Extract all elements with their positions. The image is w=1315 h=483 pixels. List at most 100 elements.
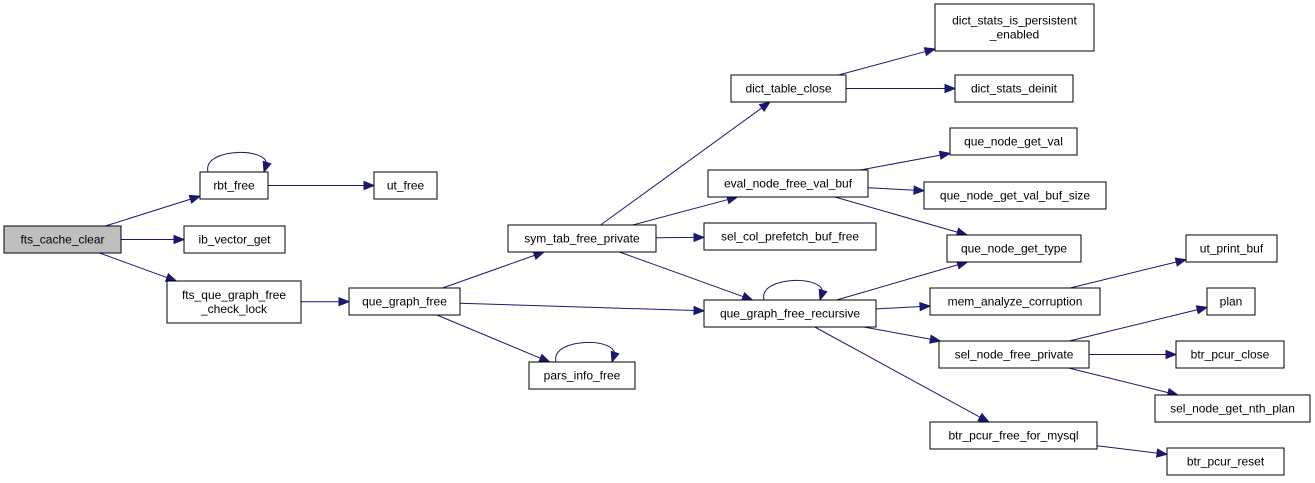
arrowhead [262, 160, 272, 174]
node-sel-node-get-nth-plan[interactable]: sel_node_get_nth_plan [1154, 394, 1311, 423]
node-label: sel_col_prefetch_buf_free [721, 230, 859, 244]
edge-que-graph-free-to-sym-tab-free-private [442, 251, 546, 289]
node-box [1154, 394, 1311, 423]
edge-line [1070, 261, 1178, 289]
arrowhead [1195, 305, 1209, 315]
edge-line [875, 306, 922, 310]
edge-line [863, 326, 932, 340]
arrowhead [977, 412, 990, 423]
node-label: fts_que_graph_free [182, 288, 286, 302]
node-box [703, 222, 877, 251]
node-box [1166, 447, 1285, 476]
node-label: rbt_free [213, 179, 255, 193]
node-eval-node-free-val-buf[interactable]: eval_node_free_val_buf [707, 169, 869, 198]
node-box [1206, 287, 1256, 316]
node-box [183, 225, 286, 254]
node-label: plan [1220, 295, 1243, 309]
edge-que-graph-free-recursive-to-que-graph-free-recursive [763, 279, 828, 302]
node-dict-stats-deinit[interactable]: dict_stats_deinit [954, 74, 1074, 103]
node-fts-cache-clear[interactable]: fts_cache_clear [3, 225, 122, 254]
edge-rbt-free-to-rbt-free [207, 151, 272, 174]
node-box [954, 74, 1074, 103]
edge-rbt-free-to-ut-free [268, 180, 376, 191]
node-rbt-free[interactable]: rbt_free [199, 171, 269, 200]
node-label: eval_node_free_val_buf [724, 177, 853, 191]
arrowhead [1156, 448, 1169, 458]
edge-line [1069, 309, 1199, 342]
node-fts-que-graph-free-check-lock[interactable]: fts_que_graph_free_check_lock [166, 280, 302, 324]
node-label: ib_vector_get [198, 233, 271, 247]
node-ib-vector-get[interactable]: ib_vector_get [183, 225, 286, 254]
edge-que-graph-free-recursive-to-mem-analyze-corruption [875, 301, 932, 312]
edge-line [105, 198, 192, 227]
node-box [934, 3, 1095, 52]
node-que-graph-free-recursive[interactable]: que_graph_free_recursive [703, 299, 877, 328]
node-plan[interactable]: plan [1206, 287, 1256, 316]
node-label: dict_stats_deinit [971, 82, 1058, 96]
edge-line [836, 264, 959, 301]
node-btr-pcur-reset[interactable]: btr_pcur_reset [1166, 447, 1285, 476]
edge-eval-node-free-val-buf-to-que-node-get-val-buf-size [867, 185, 926, 195]
node-box [373, 171, 438, 200]
node-label: _check_lock [200, 302, 268, 316]
arrowhead [919, 301, 932, 312]
node-box [707, 169, 869, 198]
edge-fts-que-graph-free-check-lock-to-que-graph-free [300, 296, 351, 307]
edge-line [632, 198, 729, 226]
arrowhead [693, 232, 706, 243]
node-box [929, 421, 1098, 450]
arrowhead [188, 194, 202, 204]
edge-line [99, 252, 169, 279]
arrowhead [693, 305, 706, 316]
node-label: sel_node_get_nth_plan [1170, 402, 1295, 416]
node-box [1185, 234, 1278, 263]
arrowhead [363, 180, 376, 191]
edge-line [600, 106, 763, 226]
arrowhead [610, 350, 620, 364]
node-que-node-get-val[interactable]: que_node_get_val [949, 127, 1078, 156]
edge-que-graph-free-to-pars-info-free [436, 314, 551, 363]
node-ut-free[interactable]: ut_free [373, 171, 438, 200]
edge-line [207, 151, 267, 173]
arrowhead [1165, 349, 1178, 360]
node-box [730, 74, 847, 103]
node-label: _enabled [989, 28, 1039, 42]
node-sel-node-free-private[interactable]: sel_node_free_private [938, 340, 1090, 369]
nodes-layer: fts_cache_clear rbt_free ut_free ib_vector_… [3, 3, 1311, 476]
arrowhead [938, 150, 952, 160]
edge-line [763, 279, 823, 301]
node-box [348, 287, 461, 316]
edge-sel-node-free-private-to-sel-node-get-nth-plan [1068, 367, 1180, 398]
node-que-node-get-val-buf-size[interactable]: que_node_get_val_buf_size [923, 181, 1107, 210]
arrowhead [532, 251, 546, 260]
node-dict-stats-is-persistent-enabled[interactable]: dict_stats_is_persistent_enabled [934, 3, 1095, 52]
arrowhead [538, 353, 551, 363]
edge-btr-pcur-free-for-mysql-to-btr-pcur-reset [1096, 445, 1169, 458]
node-ut-print-buf[interactable]: ut_print_buf [1185, 234, 1278, 263]
edge-fts-cache-clear-to-ib-vector-get [121, 234, 186, 245]
edge-line [459, 302, 696, 312]
edge-sym-tab-free-private-to-eval-node-free-val-buf [632, 195, 739, 226]
node-sel-col-prefetch-buf-free[interactable]: sel_col_prefetch_buf_free [703, 222, 877, 251]
edge-eval-node-free-val-buf-to-que-node-get-val [860, 150, 952, 171]
node-label: btr_pcur_reset [1187, 455, 1265, 469]
edge-line [442, 254, 536, 289]
node-label: dict_table_close [745, 82, 831, 96]
edge-line [555, 341, 615, 363]
node-que-graph-free[interactable]: que_graph_free [348, 287, 461, 316]
edge-line [860, 154, 942, 171]
arrowhead [944, 83, 957, 94]
node-dict-table-close[interactable]: dict_table_close [730, 74, 847, 103]
node-box [166, 280, 302, 324]
arrowhead [173, 234, 186, 245]
arrowhead [758, 101, 772, 113]
node-box [3, 225, 122, 254]
node-sym-tab-free-private[interactable]: sym_tab_free_private [507, 224, 657, 253]
node-label: sym_tab_free_private [524, 232, 640, 246]
node-pars-info-free[interactable]: pars_info_free [528, 361, 636, 390]
node-que-node-get-type[interactable]: que_node_get_type [946, 234, 1082, 263]
node-label: btr_pcur_free_for_mysql [948, 429, 1078, 443]
node-btr-pcur-close[interactable]: btr_pcur_close [1175, 340, 1285, 369]
node-btr-pcur-free-for-mysql[interactable]: btr_pcur_free_for_mysql [929, 421, 1098, 450]
node-mem-analyze-corruption[interactable]: mem_analyze_corruption [929, 287, 1101, 316]
